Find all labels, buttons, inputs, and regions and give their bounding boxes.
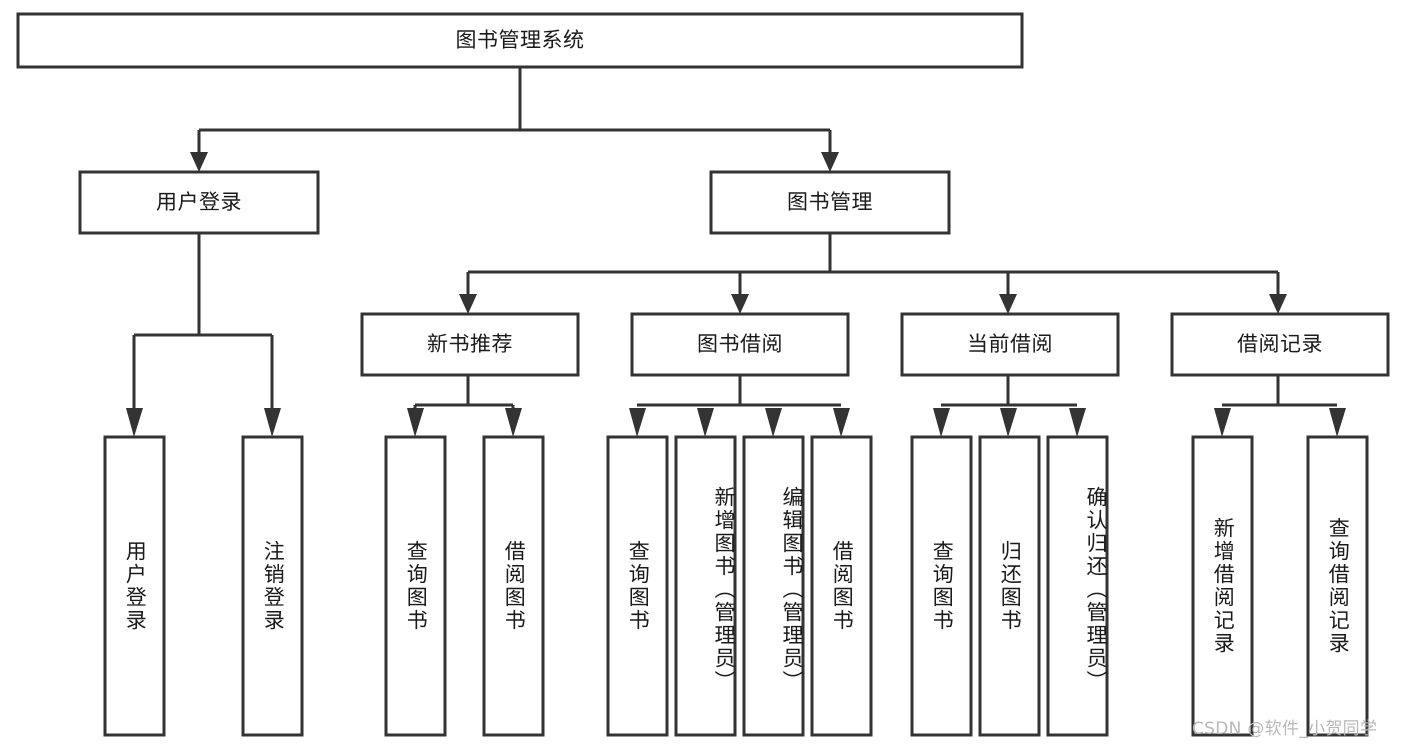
arrow-leaf-new-book-2 — [505, 408, 522, 437]
arrow-leaf-user-login-2 — [264, 408, 281, 437]
box-leaf-current-borrow-3[interactable] — [1046, 435, 1109, 737]
box-leaf-current-borrow-2[interactable] — [978, 435, 1041, 737]
arrow-leaf-current-borrow-2 — [1000, 408, 1017, 437]
box-leaf-new-book-1[interactable] — [384, 435, 447, 737]
arrow-user-login — [190, 152, 208, 172]
box-new-book-recommend[interactable] — [360, 312, 580, 377]
arrow-leaf-book-borrow-3 — [765, 408, 782, 437]
arrow-book-manage — [821, 152, 839, 172]
box-current-borrow[interactable] — [900, 312, 1120, 377]
connector-layer — [126, 67, 1346, 437]
box-borrow-record[interactable] — [1170, 312, 1390, 377]
arrow-leaf-current-borrow-1 — [933, 408, 950, 437]
arrow-leaf-new-book-1 — [407, 408, 424, 437]
arrow-leaf-borrow-record-1 — [1214, 408, 1231, 437]
box-leaf-book-borrow-3[interactable] — [742, 435, 805, 737]
box-root[interactable] — [16, 12, 1024, 69]
arrow-book-borrow — [731, 294, 749, 314]
arrow-new-book — [459, 294, 477, 314]
arrow-current-borrow — [999, 294, 1017, 314]
watermark-credit: CSDN @软件_小贺同学 — [1192, 719, 1378, 739]
arrow-borrow-record — [1269, 294, 1287, 314]
node-box-layer — [16, 12, 1390, 737]
arrow-leaf-book-borrow-2 — [697, 408, 714, 437]
box-leaf-user-login-1[interactable] — [103, 435, 166, 737]
box-book-borrow[interactable] — [630, 312, 850, 377]
arrow-leaf-book-borrow-4 — [833, 408, 850, 437]
arrow-leaf-user-login-1 — [126, 408, 143, 437]
box-leaf-borrow-record-2[interactable] — [1306, 435, 1369, 737]
box-leaf-user-login-2[interactable] — [241, 435, 304, 737]
box-leaf-new-book-2[interactable] — [482, 435, 545, 737]
box-leaf-book-borrow-2[interactable] — [674, 435, 737, 737]
arrow-leaf-book-borrow-1 — [629, 408, 646, 437]
box-leaf-book-borrow-1[interactable] — [606, 435, 669, 737]
arrow-leaf-current-borrow-3 — [1069, 408, 1086, 437]
box-leaf-book-borrow-4[interactable] — [810, 435, 873, 737]
box-leaf-current-borrow-1[interactable] — [910, 435, 973, 737]
box-leaf-borrow-record-1[interactable] — [1191, 435, 1254, 737]
box-user-login[interactable] — [78, 170, 320, 235]
box-book-manage[interactable] — [709, 170, 951, 235]
arrow-leaf-borrow-record-2 — [1329, 408, 1346, 437]
